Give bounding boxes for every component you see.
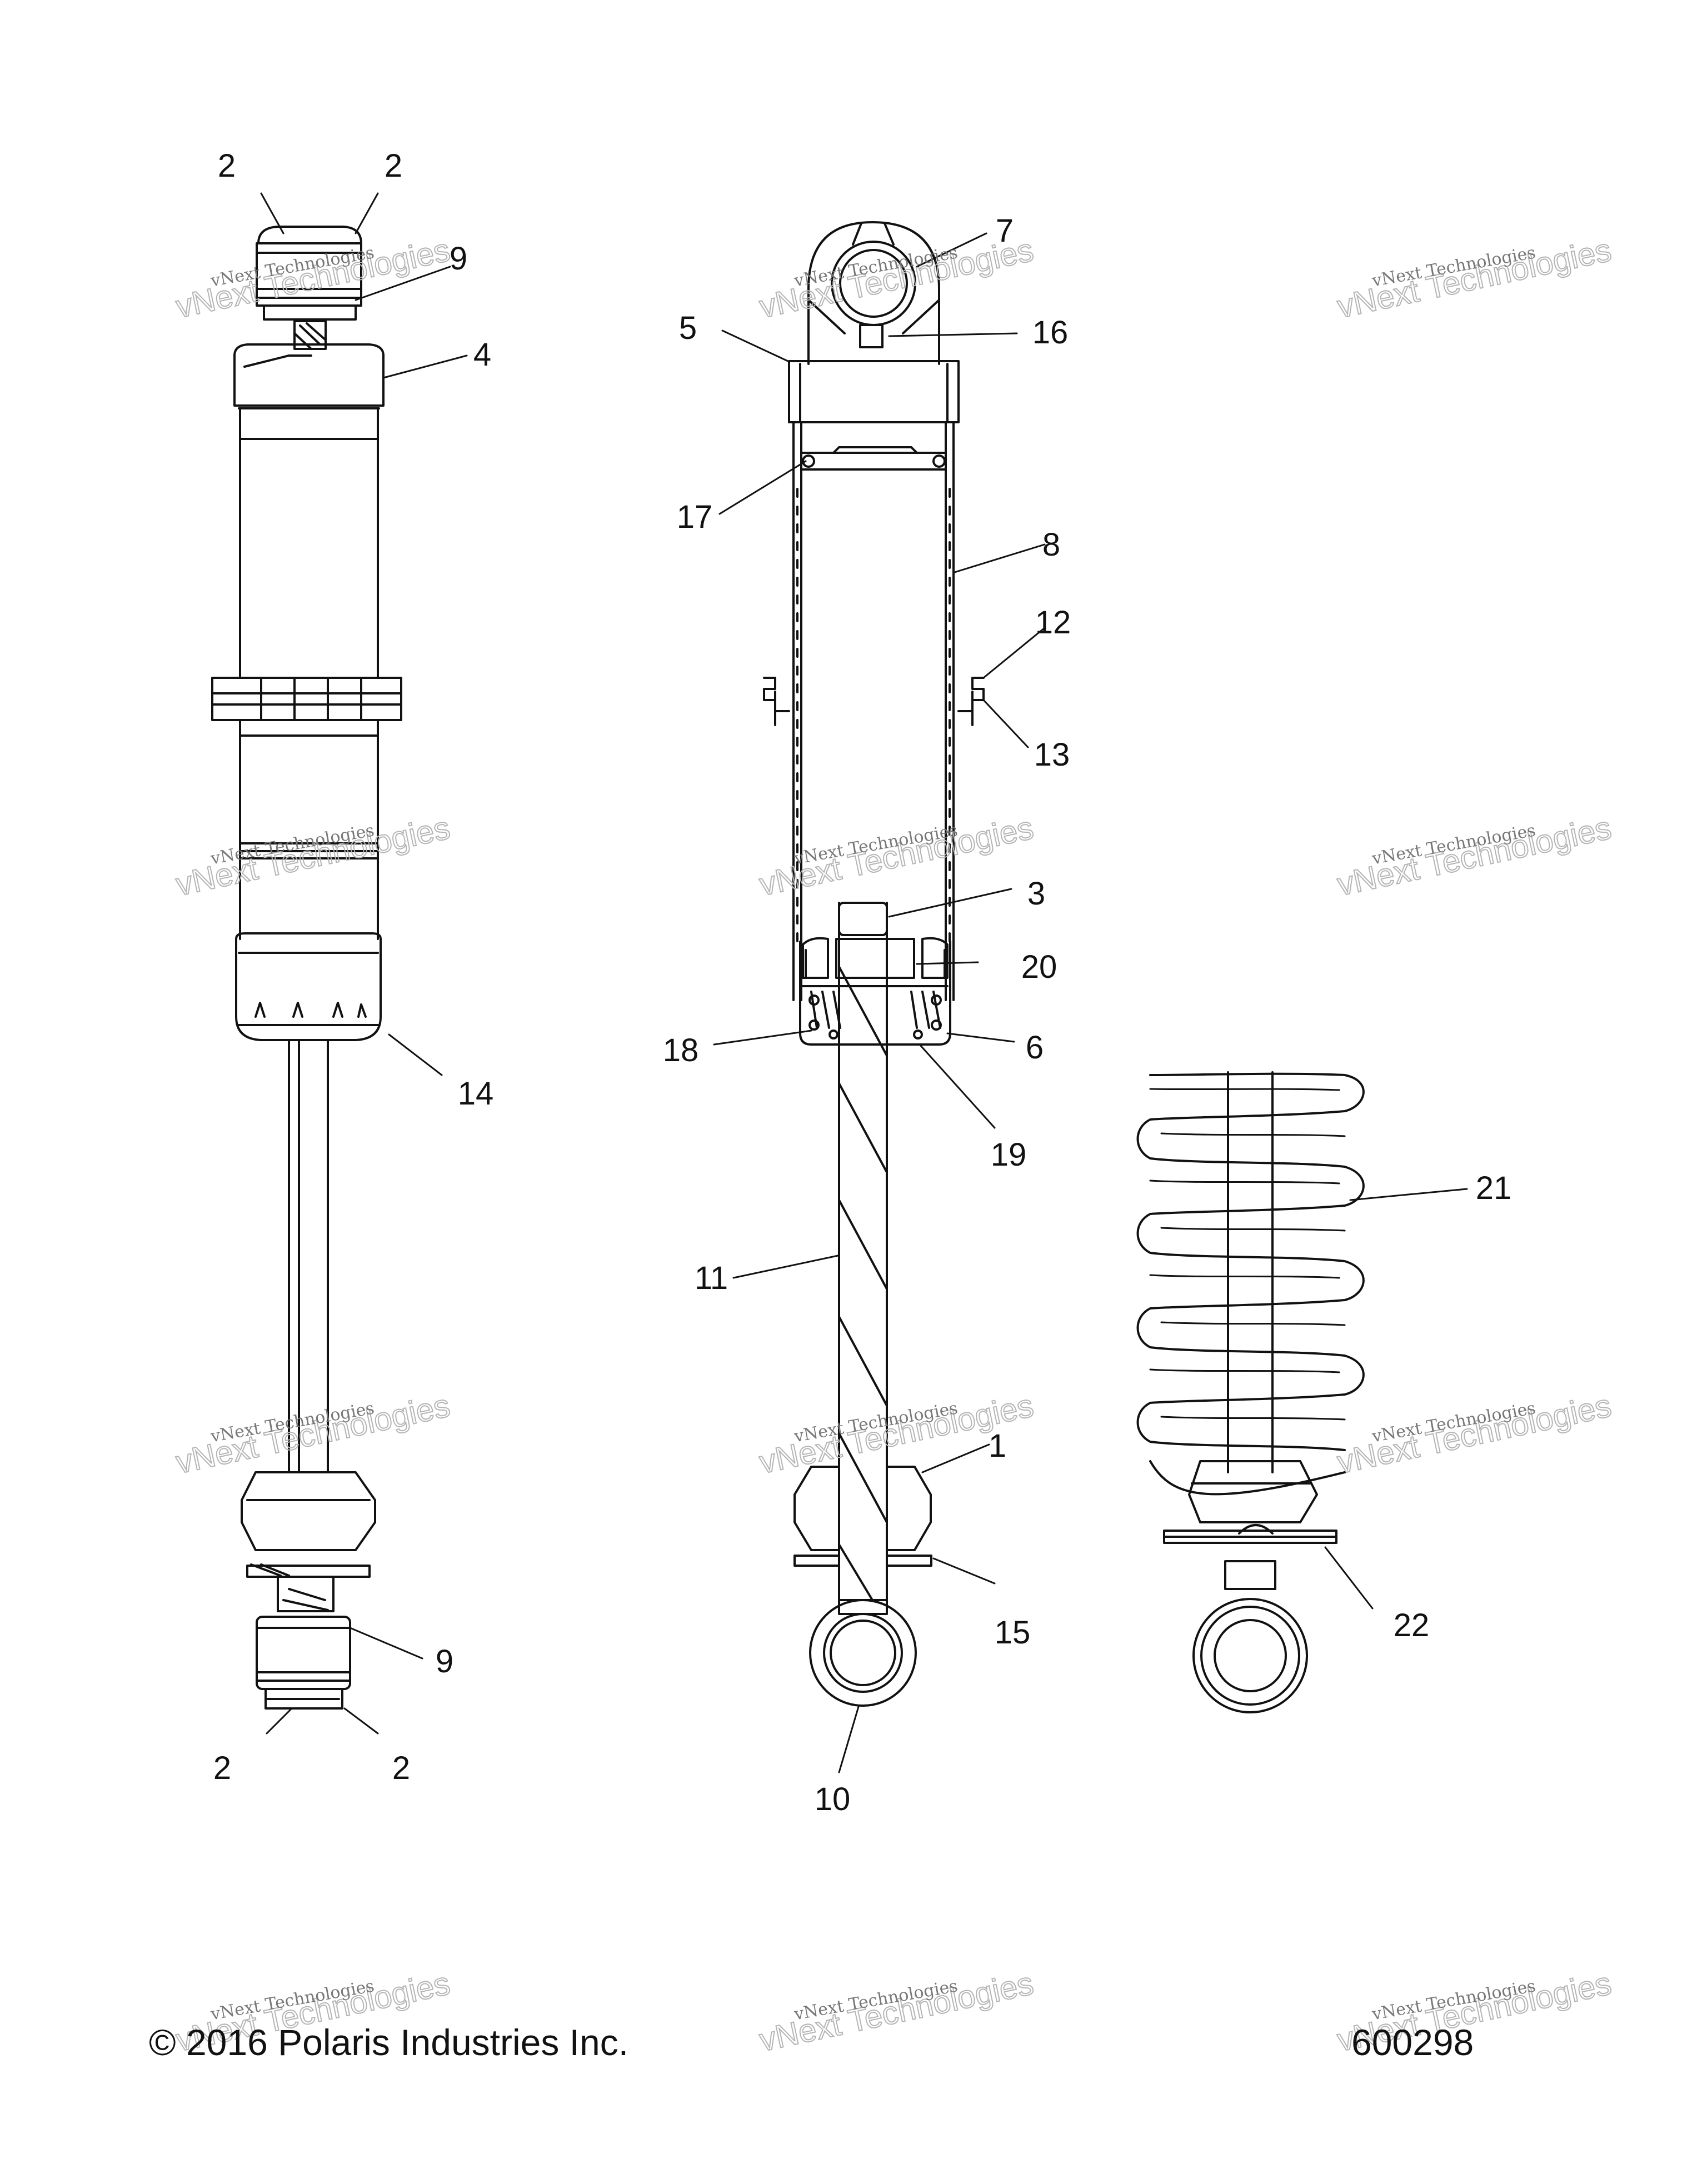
drawing-number: 600298 [1351, 2022, 1474, 2063]
bottom-eye [809, 1599, 917, 1707]
bottom-eyelet-bushing [256, 1616, 351, 1710]
callout-14: 14 [458, 1076, 494, 1112]
callout-5: 5 [679, 310, 697, 346]
shock-body [239, 407, 379, 679]
callout-15: 15 [995, 1615, 1031, 1651]
callout-18: 18 [663, 1032, 699, 1068]
top-eye [807, 221, 940, 365]
shaft-section [838, 902, 888, 1601]
callout-2-bottom-left: 2 [213, 1750, 231, 1786]
callout-9-bottom: 9 [436, 1643, 453, 1680]
spring-assembly [1136, 1071, 1365, 1713]
body-cap [233, 343, 385, 409]
preload-collar-section [763, 677, 985, 726]
callout-2-top-right: 2 [385, 148, 402, 184]
callout-11: 11 [695, 1260, 728, 1296]
end-cap [235, 932, 382, 1041]
callout-19: 19 [991, 1137, 1027, 1173]
callout-20: 20 [1021, 949, 1057, 985]
callout-8: 8 [1042, 527, 1060, 563]
tube [792, 421, 955, 1001]
callout-6: 6 [1026, 1029, 1044, 1066]
callout-12: 12 [1035, 604, 1071, 641]
callout-9-top: 9 [450, 241, 467, 277]
top-eyelet-bushing [256, 226, 362, 321]
washer [246, 1565, 371, 1578]
piston-assembly [799, 902, 951, 1046]
callout-16: 16 [1032, 314, 1069, 351]
body-band [239, 842, 379, 852]
callout-2-top-left: 2 [218, 148, 236, 184]
bump-stop-right [886, 1466, 932, 1551]
callouts: 2 2 9 4 14 9 2 2 7 5 16 17 8 12 13 3 20 … [213, 148, 1511, 1817]
copyright-text: © 2016 Polaris Industries Inc. [149, 2022, 629, 2063]
callout-2-bottom-right: 2 [392, 1750, 410, 1786]
callout-1: 1 [989, 1428, 1006, 1464]
bump-stop [1188, 1460, 1318, 1523]
fitting [859, 324, 884, 348]
shaft [288, 1039, 329, 1473]
lower-nut [277, 1576, 335, 1612]
lower-nut [1224, 1560, 1276, 1590]
cutaway-view [763, 221, 985, 1707]
bump-stop [241, 1471, 376, 1551]
floating-piston [800, 446, 947, 471]
callout-3: 3 [1027, 876, 1045, 912]
body-cap [788, 360, 960, 423]
callout-4: 4 [473, 337, 491, 373]
assembled-shock-view [211, 226, 402, 1710]
leader-lines [260, 192, 1468, 1773]
callout-22: 22 [1394, 1607, 1430, 1643]
bump-stop-left [793, 1466, 840, 1551]
lower-eye [1192, 1598, 1308, 1713]
callout-10: 10 [815, 1781, 851, 1817]
callout-13: 13 [1034, 737, 1070, 773]
preload-collars [211, 677, 402, 737]
coil-spring [1136, 1072, 1365, 1496]
callout-21: 21 [1476, 1170, 1512, 1206]
callout-17: 17 [677, 499, 713, 535]
callout-7: 7 [996, 213, 1014, 249]
